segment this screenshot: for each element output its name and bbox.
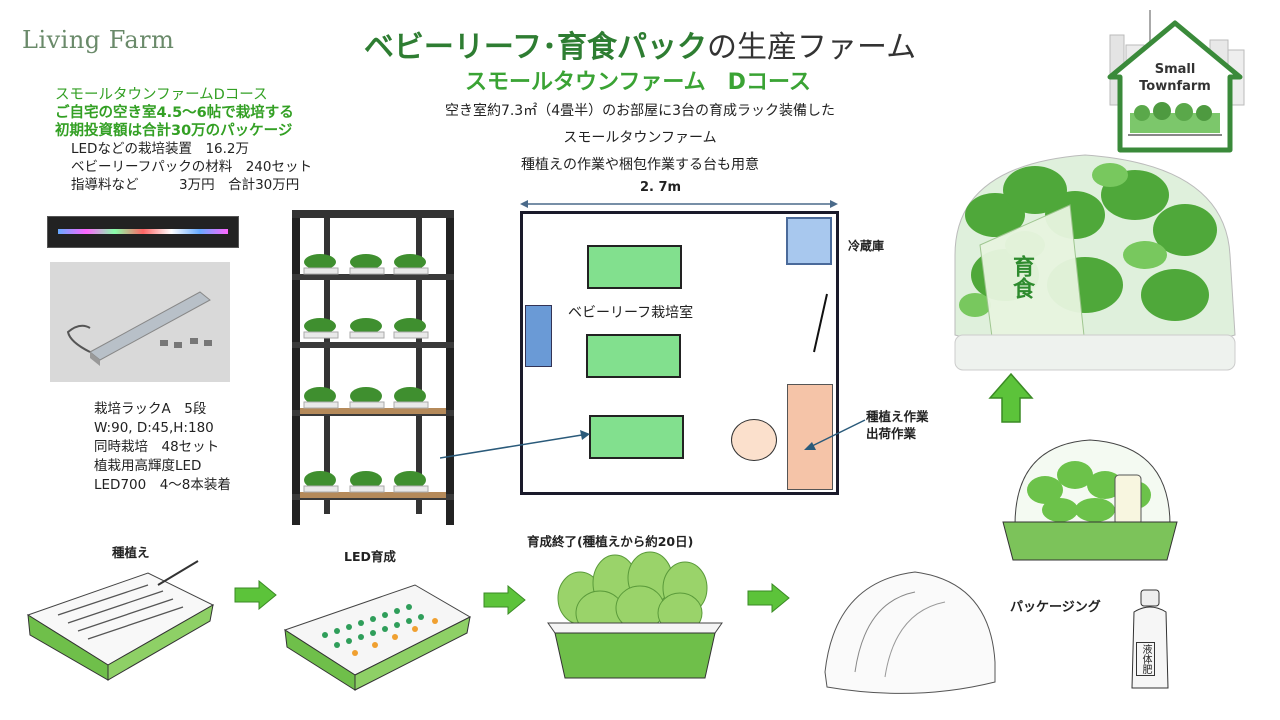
room-label: ベビーリーフ栽培室 [568,305,694,321]
dome-lid-drawing [824,571,996,694]
title-highlight: ベビーリーフ･育食パック [363,30,708,65]
title-rest: の生産ファーム [707,30,917,65]
step-seed-label: 種植え [112,545,150,560]
cost-line: LEDなどの栽培装置 16.2万 [71,141,250,157]
rack-box [586,334,681,378]
rack-spec-line: 同時栽培 48セット [94,439,220,455]
flow-arrow [483,585,526,615]
fertilizer-bottle-drawing [1131,589,1169,689]
rack-spec-line: 植栽用高輝度LED [94,458,202,474]
bottle-label: 液体肥 [1136,642,1155,676]
led-strip-image [47,216,239,248]
fridge-label: 冷蔵庫 [848,239,885,253]
step-led-label: LED育成 [344,549,396,564]
package-photo: 育食 [935,135,1245,380]
rack-specs: 栽培ラックA 5段 W:90, D:45,H:180 同時栽培 48セット 植栽… [94,400,231,495]
step-done-label: 育成終了(種植えから約20日) [527,534,694,549]
led-fixture-image [50,262,230,382]
grown-tray-drawing [547,551,723,679]
work-label-line: 出荷作業 [866,426,917,441]
rack-spec-line: 栽培ラックA 5段 [94,401,207,417]
door-box [525,305,552,367]
worktable-box [787,384,833,490]
rack-spec-line: LED700 4～8本装着 [94,477,231,493]
dimension-arrow [520,200,838,208]
course-line: 初期投資額は合計30万のパッケージ [55,123,293,139]
dimension-label: 2. 7m [640,180,682,195]
fridge-box [786,217,832,265]
course-line: ご自宅の空き室4.5～6帖で栽培する [55,105,294,121]
small-townfarm-badge: Small Townfarm [1100,5,1250,155]
led-tray-drawing [283,584,472,691]
rack-spec-line: W:90, D:45,H:180 [94,420,214,436]
description-line: 種植えの作業や梱包作業する台も用意 [521,157,759,173]
up-arrow [988,372,1034,423]
room-description: 空き室約7.3㎡（4畳半）のお部屋に3台の育成ラック装備した スモールタウンファ… [380,98,900,179]
domed-container-drawing [995,430,1185,570]
work-label: 種植え作業 出荷作業 [866,408,929,442]
course-info: スモールタウンファームDコース ご自宅の空き室4.5～6帖で栽培する 初期投資額… [55,86,312,194]
description-line: 空き室約7.3㎡（4畳半）のお部屋に3台の育成ラック装備した [444,103,836,119]
cost-line: 指導料など 3万円 合計30万円 [71,177,300,193]
flow-arrow [234,580,277,610]
shelf-rack-image [288,210,458,530]
door-swing-line [813,293,828,353]
page-subtitle: スモールタウンファーム Dコース [465,70,811,95]
badge-line1: Small [1154,62,1196,77]
step-pack-label: パッケージング [1010,600,1101,615]
package-label: 育食 [1009,255,1034,299]
work-label-line: 種植え作業 [866,409,929,424]
seed-tray-drawing [26,560,215,681]
pointer-lines [440,419,866,459]
rack-box [587,245,682,289]
badge-line2: Townfarm [1139,79,1211,94]
living-farm-logo: Living Farm [22,26,175,54]
flow-arrow [747,583,790,613]
cost-line: ベビーリーフパックの材料 240セット [71,159,312,175]
stool-circle [731,419,777,461]
rack-box [589,415,684,459]
description-line: スモールタウンファーム [563,130,717,146]
course-line: スモールタウンファームDコース [55,87,268,103]
page-title: ベビーリーフ･育食パックの生産ファーム [0,22,1280,66]
